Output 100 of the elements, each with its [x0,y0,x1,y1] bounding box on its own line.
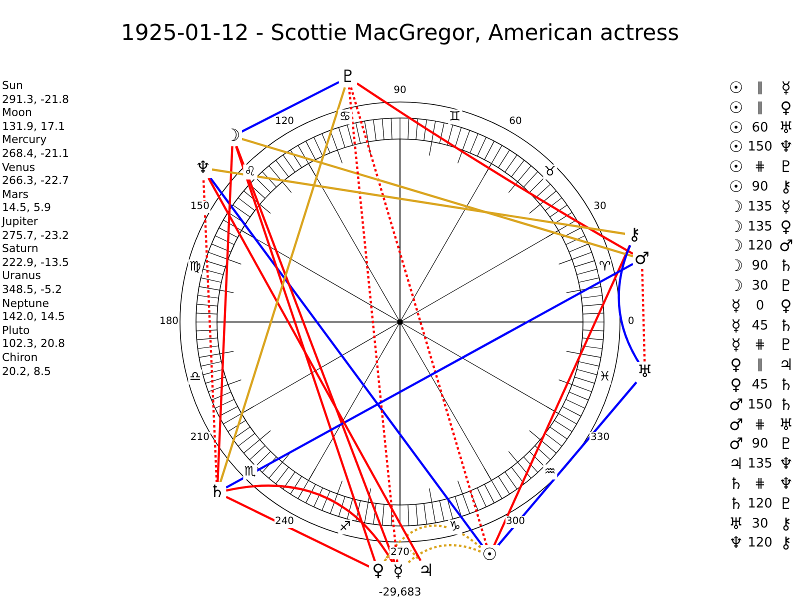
aspect-label: 60 [752,121,768,134]
coordinates-text: 266.3, -22.7 [2,175,69,186]
degree-label: 330 [590,432,611,444]
planet-name: Chiron [2,352,38,363]
aspect-label: ∥ [756,101,764,114]
coordinates-text: 131.9, 17.1 [2,120,65,132]
zodiac-symbol: ♎ [188,369,202,384]
planet-symbol: ☽ [728,278,744,294]
planet-symbol: ☉ [728,179,744,195]
aspect-label: 45 [752,378,768,392]
aspect-label: ∥ [756,358,764,372]
aspect-label: ⋕ [754,338,766,352]
planet-symbol: ⚷ [780,516,792,532]
degree-label: 240 [274,516,296,528]
planet-symbol: ♇ [778,436,794,452]
coordinates-text: 268.4, -21.1 [2,148,69,159]
coordinates-text: 348.5, -5.2 [2,284,62,295]
aspect-line [226,484,394,563]
planet-name: Moon [2,107,32,118]
planet-symbol: ☿ [781,80,791,96]
aspect-line [493,244,631,546]
planet-symbol: ♃ [728,456,744,472]
planet-symbol: ♀ [780,298,792,314]
aspect-label: 30 [752,517,768,530]
planet-symbol: ♀ [780,218,792,235]
zodiac-symbol: ♍ [188,260,202,275]
aspect-label: 135 [748,458,772,471]
planet-symbol: ☿ [731,318,741,334]
planet-symbol: ♂ [778,238,794,254]
aspect-label: 120 [748,497,772,510]
planet-symbol: ♄ [778,258,794,274]
planet-symbol: ♇ [778,337,794,354]
zodiac-symbol: ♒ [543,464,557,480]
planet-symbol: ☉ [728,120,744,136]
planet-name: Mercury [2,134,47,146]
planet-name: Venus [2,162,36,173]
coordinates-text: 14.5, 5.9 [2,202,51,214]
degree-label: 150 [189,200,210,212]
planet-symbol: ☿ [781,198,791,215]
planet-name: Mars [2,188,28,200]
aspect-label: 150 [748,140,772,154]
planet-symbol: ☉ [728,80,744,96]
zodiac-symbol: ♊ [448,110,462,125]
aspect-line [226,262,634,489]
coordinates-text: 222.9, -13.5 [2,256,69,268]
aspect-label: 135 [748,200,772,214]
aspect-line [241,138,634,258]
zodiac-symbol: ♌ [243,164,257,180]
aspect-label: 30 [752,280,768,292]
aspect-line [350,87,488,546]
coordinates-text: 142.0, 14.5 [2,311,65,322]
aspect-label: ⋕ [754,478,766,490]
planet-symbol: ♅ [778,416,794,433]
planet-symbol: ♆ [778,476,794,492]
aspect-line [219,87,346,483]
zodiac-symbol: ♑ [448,519,462,534]
planet-name: Uranus [2,270,41,282]
planet-symbol: ♆ [778,456,794,472]
planet-symbol: ♂ [728,416,744,433]
aspect-line [641,268,646,362]
aspect-line [406,544,481,564]
degree-label: 210 [189,432,210,444]
aspect-line [202,178,218,483]
planet-symbol: ⚷ [780,179,792,195]
aspect-label: 90 [752,438,768,451]
aspect-line [384,524,482,562]
planet-symbol: ♇ [778,159,794,176]
planet-symbol: ♂ [728,396,744,413]
aspect-label: 135 [748,220,772,234]
zodiac-symbol: ♉ [543,164,557,180]
degree-label: 30 [592,200,608,212]
planet-symbol: ♄ [778,396,794,413]
aspect-line [618,244,640,363]
zodiac-symbol: ♈ [598,260,612,275]
aspect-line [210,177,484,546]
degree-label: 270 [389,547,411,559]
aspect-label: ∥ [756,82,764,94]
aspect-label: ⋕ [754,418,766,432]
planet-symbol: ☽ [728,218,744,235]
aspect-label: 120 [748,536,772,550]
aspect-line [497,382,638,546]
planet-symbol: ☽ [728,238,744,254]
planet-symbol: ♄ [778,377,794,393]
planet-symbol: ☿ [731,298,741,314]
aspect-label: ⋕ [754,160,766,174]
planet-name: Neptune [2,298,50,309]
planet-symbol: ♀ [780,100,792,116]
aspect-label: 45 [752,319,768,332]
planet-symbol: ♇ [778,496,794,512]
planet-symbol: ♀ [369,561,388,582]
planet-symbol: ☉ [728,100,744,116]
planet-symbol: ☉ [728,139,744,156]
aspect-label: 90 [752,260,768,273]
aspect-line [384,546,420,562]
planet-symbol: ☉ [728,159,744,176]
aspect-line [241,81,340,133]
aspect-label: 90 [752,180,768,194]
planet-symbol: ♅ [778,120,794,136]
planet-symbol: ♆ [728,535,744,552]
planet-symbol: ♄ [728,496,744,512]
